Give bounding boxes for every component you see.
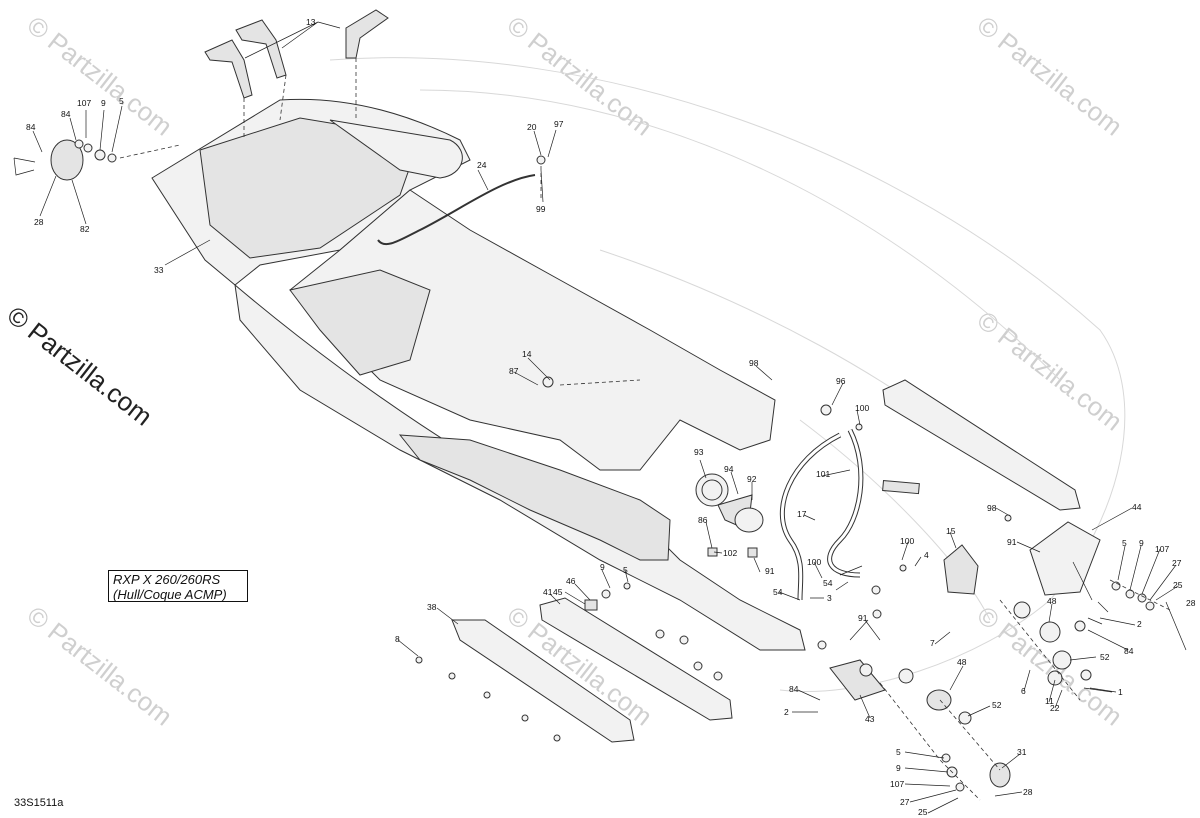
callout: 82 (80, 224, 90, 234)
hull-body[interactable] (234, 189, 806, 651)
callout: 27 (1172, 558, 1182, 568)
callout: 96 (836, 376, 846, 386)
callout-labels: 13 84 107 9 5 84 28 82 33 20 97 99 24 14… (26, 17, 1196, 817)
small-hardware (13, 139, 1187, 792)
callout: 86 (698, 515, 708, 525)
callout: 98 (987, 503, 997, 513)
model-label-line1: RXP X 260/260RS (113, 572, 221, 587)
side-trim-41[interactable] (539, 597, 733, 721)
callout: 52 (992, 700, 1002, 710)
callout: 38 (427, 602, 437, 612)
callout: 28 (1023, 787, 1033, 797)
callout: 17 (797, 509, 807, 519)
callout: 107 (77, 98, 91, 108)
callout: 20 (527, 122, 537, 132)
callout: 28 (34, 217, 44, 227)
handle-grips[interactable] (204, 9, 389, 99)
callout: 48 (957, 657, 967, 667)
callout: 6 (1021, 686, 1026, 696)
callout: 102 (723, 548, 737, 558)
callout: 14 (522, 349, 532, 359)
callout: 46 (566, 576, 576, 586)
callout: 52 (1100, 652, 1110, 662)
callout: 94 (724, 464, 734, 474)
side-trim-38[interactable] (451, 619, 635, 743)
callout: 5 (623, 565, 628, 575)
callout: 1 (1118, 687, 1123, 697)
callout: 2 (784, 707, 789, 717)
model-label-box: RXP X 260/260RS (Hull/Coque ACMP) (108, 570, 248, 602)
bilge-hoses[interactable] (779, 428, 864, 601)
callout: 100 (855, 403, 869, 413)
callout: 44 (1132, 502, 1142, 512)
model-label-line2: (Hull/Coque ACMP) (113, 587, 227, 602)
callout: 4 (924, 550, 929, 560)
callout: 7 (930, 638, 935, 648)
callout: 2 (1137, 619, 1142, 629)
callout: 28 (1186, 598, 1196, 608)
callout: 5 (119, 96, 124, 106)
callout: 91 (765, 566, 775, 576)
callout: 107 (1155, 544, 1169, 554)
callout: 13 (306, 17, 316, 27)
cable-24[interactable] (377, 174, 536, 246)
callout: 107 (890, 779, 904, 789)
callout: 9 (600, 562, 605, 572)
callout: 33 (154, 265, 164, 275)
callout: 99 (536, 204, 546, 214)
leader-lines (32, 21, 1179, 814)
callout: 93 (694, 447, 704, 457)
callout: 54 (823, 578, 833, 588)
callout: 87 (509, 366, 519, 376)
callout: 84 (26, 122, 36, 132)
callout: 54 (773, 587, 783, 597)
callout: 91 (1007, 537, 1017, 547)
callout: 84 (1124, 646, 1134, 656)
callout: 9 (101, 98, 106, 108)
callout: 24 (477, 160, 487, 170)
callout: 98 (749, 358, 759, 368)
ghost-hull-outline (329, 57, 1126, 693)
callout: 5 (896, 747, 901, 757)
deck-upper[interactable] (151, 98, 471, 286)
callout: 31 (1017, 747, 1027, 757)
callout: 97 (554, 119, 564, 129)
callout: 25 (1173, 580, 1183, 590)
callout: 9 (896, 763, 901, 773)
assembly-lines (119, 58, 1171, 801)
callout: 84 (61, 109, 71, 119)
callout: 27 (900, 797, 910, 807)
callout: 84 (789, 684, 799, 694)
callout: 15 (946, 526, 956, 536)
callout: 45 (553, 587, 563, 597)
callout: 91 (858, 613, 868, 623)
callout: 48 (1047, 596, 1057, 606)
callout: 25 (918, 807, 928, 817)
callout: 43 (865, 714, 875, 724)
callout: 22 (1050, 703, 1060, 713)
callout: 3 (827, 593, 832, 603)
callout: 92 (747, 474, 757, 484)
callout: 100 (900, 536, 914, 546)
rail-44[interactable] (882, 379, 1101, 596)
callout: 11 (1045, 696, 1054, 706)
callout: 8 (395, 634, 400, 644)
figure-code: 33S1511a (14, 797, 64, 809)
callout: 41 (543, 587, 553, 597)
callout: 101 (816, 469, 830, 479)
callout: 100 (807, 557, 821, 567)
callout: 5 (1122, 538, 1127, 548)
callout: 9 (1139, 538, 1144, 548)
